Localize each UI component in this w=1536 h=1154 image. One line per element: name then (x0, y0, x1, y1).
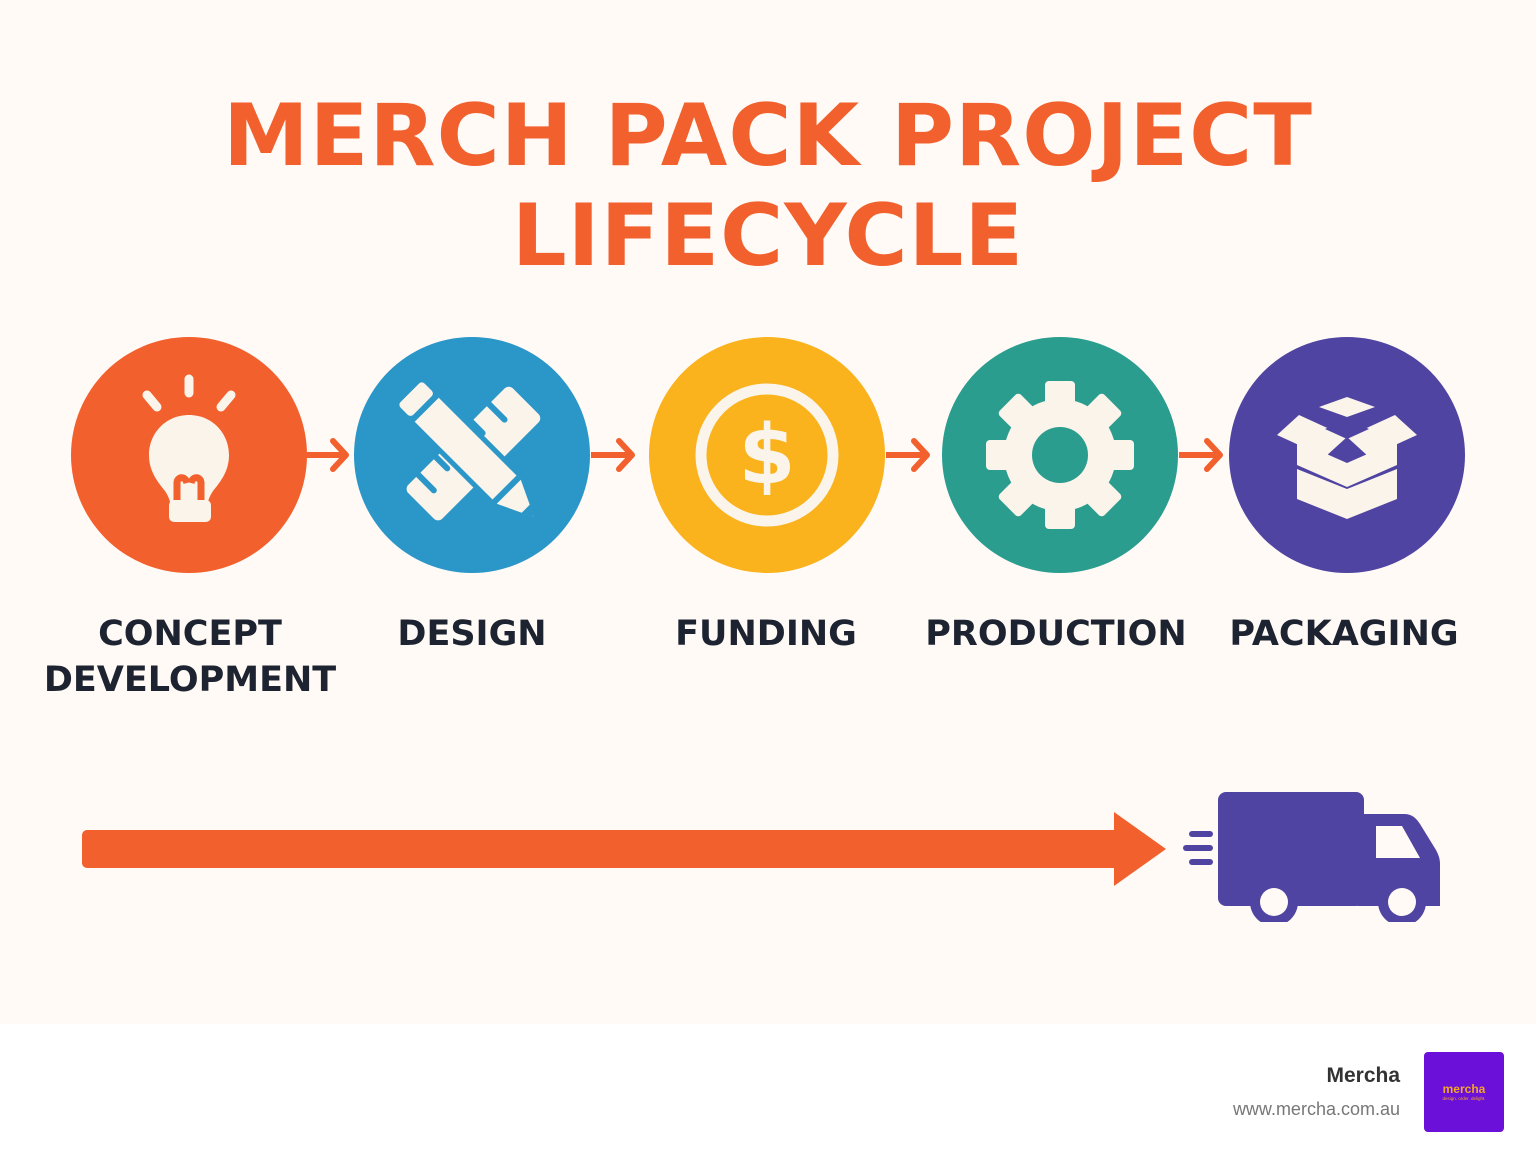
stage-production (942, 337, 1178, 573)
arrow-connector-icon (1179, 438, 1223, 472)
arrow-connector-icon (886, 438, 930, 472)
stage-label-design: DESIGN (397, 614, 547, 654)
stage-concept-development (71, 337, 307, 573)
open-box-icon (1277, 397, 1417, 519)
title-line-1: MERCH PACK PROJECT (223, 86, 1313, 186)
stage-design (354, 337, 590, 573)
pencil-ruler-icon (389, 372, 541, 521)
stage-label-concept-development: CONCEPT DEVELOPMENT (43, 614, 337, 700)
delivery-truck-icon (1183, 792, 1440, 922)
arrow-connector-icon (305, 438, 349, 472)
lightbulb-icon (142, 374, 236, 522)
stage-packaging (1229, 337, 1465, 573)
long-arrow-icon (82, 812, 1166, 886)
stage-funding: $ (649, 337, 885, 573)
dollar-coin-icon: $ (695, 383, 839, 527)
infographic-canvas: MERCH PACK PROJECT LIFECYCLE (0, 86, 1536, 922)
stage-label-production: PRODUCTION (925, 614, 1187, 654)
page-title: MERCH PACK PROJECT LIFECYCLE (0, 86, 1536, 286)
logo-tagline: design. order. delight. (1442, 1095, 1486, 1101)
footer-brand-name: Mercha (1326, 1064, 1400, 1087)
stage-label-packaging: PACKAGING (1229, 614, 1459, 654)
logo-word: mercha (1442, 1081, 1486, 1096)
footer-url[interactable]: www.mercha.com.au (1232, 1099, 1400, 1119)
title-line-2: LIFECYCLE (511, 186, 1025, 286)
mercha-logo: mercha design. order. delight. (1424, 1052, 1504, 1132)
stage-label-funding: FUNDING (675, 614, 857, 654)
gear-icon (986, 381, 1134, 529)
arrow-connector-icon (591, 438, 635, 472)
svg-text:$: $ (738, 408, 795, 503)
